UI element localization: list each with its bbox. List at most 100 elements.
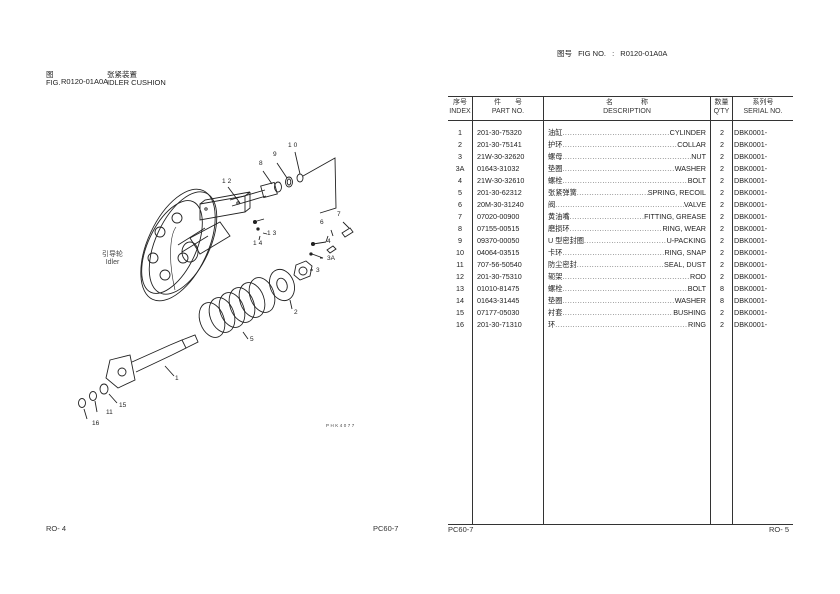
cell-qty: 2 bbox=[720, 248, 724, 257]
header-serial: 系列号 SERIAL NO. bbox=[733, 98, 793, 116]
cell-description: 防尘密封....................................… bbox=[548, 259, 706, 271]
footer-page-right: RO- 5 bbox=[768, 525, 789, 534]
leader-dots: ........................................… bbox=[562, 128, 670, 137]
cell-part-no: 01643-31445 bbox=[477, 296, 520, 305]
cell-part-no: 21W-30-32620 bbox=[477, 152, 525, 161]
header-qty-cn: 数量 bbox=[714, 99, 729, 106]
cell-description: 磨损环.....................................… bbox=[548, 223, 706, 235]
parts-table: 序号 INDEX 件 号 PART NO. 名 称 DESCRIPTION 数量… bbox=[448, 96, 793, 525]
cell-serial: DBK0001- bbox=[734, 284, 768, 293]
cell-index: 16 bbox=[456, 320, 464, 329]
col-divider bbox=[543, 96, 544, 525]
cell-index: 5 bbox=[458, 188, 462, 197]
description-cn: 衬套 bbox=[548, 308, 563, 317]
callout-5: 5 bbox=[250, 336, 254, 343]
cell-description: 轭架......................................… bbox=[548, 271, 706, 283]
cell-index: 1 bbox=[458, 128, 462, 137]
cell-part-no: 201-30-75320 bbox=[477, 128, 522, 137]
description-cn: 油缸 bbox=[548, 128, 563, 137]
header-index: 序号 INDEX bbox=[448, 98, 472, 116]
cell-qty: 2 bbox=[720, 224, 724, 233]
description-cn: 螺栓 bbox=[548, 284, 563, 293]
cell-index: 4 bbox=[458, 176, 462, 185]
yoke-part-12 bbox=[199, 181, 278, 221]
cell-qty: 2 bbox=[720, 260, 724, 269]
description-cn: 磨损环 bbox=[548, 224, 570, 233]
header-serial-en: SERIAL NO. bbox=[743, 108, 783, 115]
figure-title-en: IDLER CUSHION bbox=[107, 78, 166, 87]
leader-dots: ........................................… bbox=[562, 308, 674, 317]
cell-qty: 2 bbox=[720, 236, 724, 245]
description-en: VALVE bbox=[683, 200, 706, 209]
callout-7: 7 bbox=[337, 211, 341, 218]
description-en: CYLINDER bbox=[669, 128, 706, 137]
description-en: FITTING, GREASE bbox=[644, 212, 706, 221]
cell-serial: DBK0001- bbox=[734, 176, 768, 185]
description-cn: 卡环 bbox=[548, 248, 563, 257]
cell-index: 3 bbox=[458, 152, 462, 161]
callout-2: 2 bbox=[294, 309, 298, 316]
drawing-code: PHK4077 bbox=[326, 423, 356, 428]
cell-qty: 2 bbox=[720, 140, 724, 149]
cell-index: 10 bbox=[456, 248, 464, 257]
callout-6: 6 bbox=[320, 219, 324, 226]
col-divider bbox=[710, 96, 711, 525]
cell-description: 油缸......................................… bbox=[548, 127, 706, 139]
callout-14: 14 bbox=[253, 240, 265, 247]
cell-index: 2 bbox=[458, 140, 462, 149]
table-bottom-rule bbox=[448, 524, 793, 525]
description-en: ROD bbox=[690, 272, 706, 281]
cell-index: 12 bbox=[456, 272, 464, 281]
cell-serial: DBK0001- bbox=[734, 272, 768, 281]
leader-dots: ........................................… bbox=[562, 296, 675, 305]
cell-part-no: 01010-81475 bbox=[477, 284, 520, 293]
header-part-cn: 件 号 bbox=[494, 99, 522, 106]
description-en: BOLT bbox=[687, 284, 706, 293]
cell-index: 8 bbox=[458, 224, 462, 233]
cell-part-no: 707-56-50540 bbox=[477, 260, 522, 269]
figure-title-cn: 张紧装置 bbox=[107, 70, 137, 79]
fig-no-value: R0120-01A0A bbox=[620, 49, 668, 58]
header-index-en: INDEX bbox=[449, 108, 471, 115]
exploded-parts-diagram bbox=[78, 151, 354, 420]
cell-serial: DBK0001- bbox=[734, 200, 768, 209]
cell-serial: DBK0001- bbox=[734, 224, 768, 233]
leader-dots: ........................................… bbox=[576, 188, 648, 197]
cell-description: 垫圈......................................… bbox=[548, 295, 706, 307]
ring-16 bbox=[78, 398, 86, 408]
description-en: BOLT bbox=[687, 176, 706, 185]
header-desc-en: DESCRIPTION bbox=[603, 108, 651, 115]
leader-dots: ........................................… bbox=[562, 248, 665, 257]
cell-qty: 2 bbox=[720, 308, 724, 317]
description-cn: 垫圈 bbox=[548, 296, 563, 305]
cell-index: 7 bbox=[458, 212, 462, 221]
cell-qty: 8 bbox=[720, 284, 724, 293]
cell-description: 螺栓......................................… bbox=[548, 175, 706, 187]
cell-description: 护环......................................… bbox=[548, 139, 706, 151]
header-qty-en: Q'TY bbox=[713, 108, 730, 115]
cell-serial: DBK0001- bbox=[734, 140, 768, 149]
leader-dots: ........................................… bbox=[569, 212, 645, 221]
cell-part-no: 04064-03515 bbox=[477, 248, 520, 257]
cell-qty: 2 bbox=[720, 176, 724, 185]
description-en: RING bbox=[688, 320, 706, 329]
fig-no-sep: : bbox=[612, 49, 615, 58]
nut-part-3 bbox=[293, 260, 313, 281]
idler-label: 引导轮 Idler bbox=[102, 251, 123, 267]
recoil-spring-5 bbox=[198, 277, 276, 338]
cell-index: 14 bbox=[456, 296, 464, 305]
callout-10: 10 bbox=[288, 142, 300, 149]
description-en: COLLAR bbox=[677, 140, 706, 149]
fig-no-en: FIG NO. bbox=[578, 49, 607, 58]
cylinder-part-1 bbox=[105, 334, 199, 389]
header-part-en: PART NO. bbox=[491, 108, 525, 115]
header-serial-cn: 系列号 bbox=[752, 99, 774, 106]
cell-part-no: 07177-05030 bbox=[477, 308, 520, 317]
